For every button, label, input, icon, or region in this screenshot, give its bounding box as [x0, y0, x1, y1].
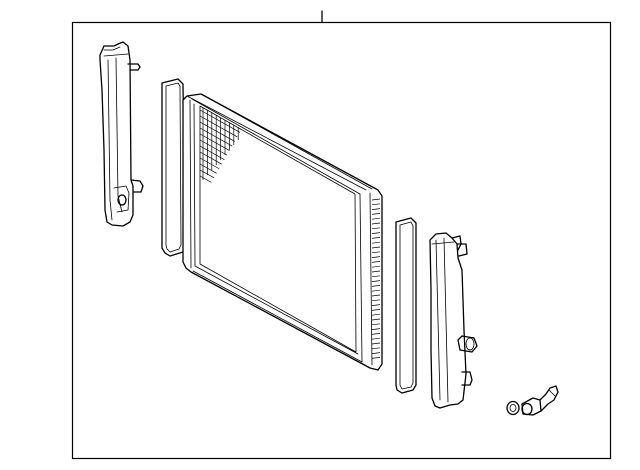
left-gasket: [161, 78, 186, 257]
radiator-core: [182, 93, 383, 371]
header-ticks: [371, 198, 381, 359]
right-gasket: [395, 217, 417, 394]
diagram-frame: [71, 21, 612, 460]
right-end-tank: [429, 232, 478, 409]
drain-plug: [521, 385, 559, 416]
left-end-tank: [99, 41, 144, 227]
fin-grid: [199, 108, 241, 183]
o-ring: [506, 400, 520, 416]
